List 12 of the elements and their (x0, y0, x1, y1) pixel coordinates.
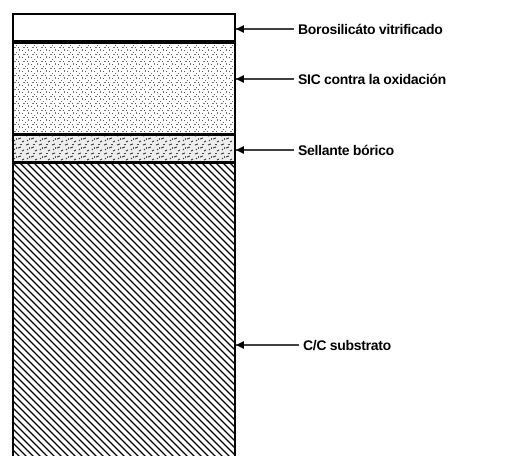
layer-label: SIC contra la oxidación (298, 71, 446, 87)
glass-layer (12, 13, 236, 42)
leader-arrow (236, 75, 294, 83)
leader-arrow (236, 25, 294, 33)
leader-arrow (236, 146, 294, 154)
layer-label: Borosilicáto vitrificado (298, 21, 442, 37)
leader-arrow (236, 341, 299, 349)
layer-label: Sellante bórico (298, 142, 394, 158)
layer-label: C/C substrato (303, 337, 391, 353)
hatched-layer (12, 162, 236, 456)
speckled-layer (12, 134, 236, 163)
stippled-layer (12, 42, 236, 135)
